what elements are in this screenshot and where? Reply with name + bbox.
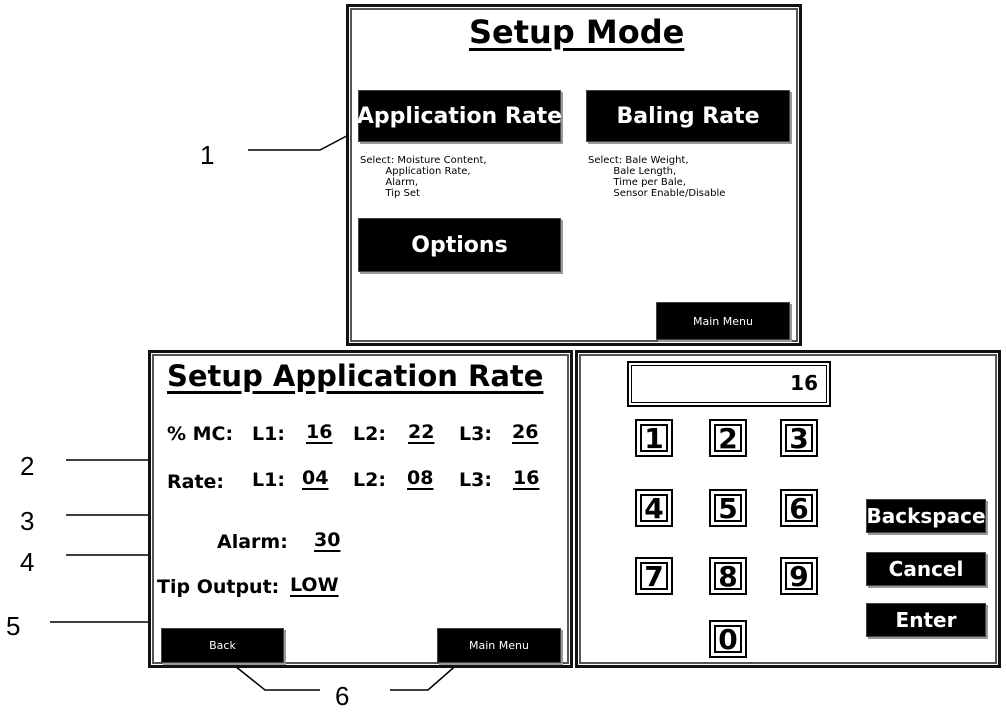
key-6[interactable]: 6 [780,489,818,527]
key-9[interactable]: 9 [780,557,818,595]
key-3[interactable]: 3 [780,419,818,457]
rate-l1-value[interactable]: 04 [302,467,329,489]
rate-l1-label: L1: [252,469,285,491]
setup-application-rate-title: Setup Application Rate [167,359,544,393]
setup-mode-main-menu-button[interactable]: Main Menu [656,302,790,340]
mc-l1-value[interactable]: 16 [306,421,333,443]
alarm-label: Alarm: [217,531,288,553]
enter-button[interactable]: Enter [866,603,986,637]
mc-l2-label: L2: [353,423,386,445]
key-8[interactable]: 8 [709,557,747,595]
keypad-display [627,361,831,407]
setup-app-rate-main-menu-button[interactable]: Main Menu [437,628,561,663]
callout-3: 3 [20,506,35,536]
rate-l3-label: L3: [459,469,492,491]
setup-mode-title: Setup Mode [469,13,685,51]
baling-rate-description: Select: Bale Weight, Bale Length, Time p… [588,155,726,199]
rate-l2-value[interactable]: 08 [407,467,434,489]
rate-label: Rate: [167,471,225,493]
callout-2: 2 [20,451,35,481]
callout-1: 1 [200,140,215,170]
key-4[interactable]: 4 [635,489,673,527]
key-7[interactable]: 7 [635,557,673,595]
numeric-keypad-panel: 16 1 2 3 4 5 6 7 8 9 0 Backspace Cancel … [575,350,1001,668]
tip-output-value[interactable]: LOW [290,574,339,596]
callout-6: 6 [335,681,350,711]
application-rate-button[interactable]: Application Rate [357,90,562,142]
back-button[interactable]: Back [161,628,284,663]
mc-l1-label: L1: [252,423,285,445]
backspace-button[interactable]: Backspace [866,499,986,533]
callout-5: 5 [6,611,21,641]
mc-l2-value[interactable]: 22 [408,421,435,443]
key-5[interactable]: 5 [709,489,747,527]
setup-mode-panel: Setup Mode Application Rate Select: Mois… [346,4,802,346]
keypad-display-value: 16 [790,371,818,395]
tip-output-label: Tip Output: [157,576,280,598]
moisture-content-label: % MC: [167,423,234,445]
mc-l3-label: L3: [459,423,492,445]
callout-4: 4 [20,547,35,577]
mc-l3-value[interactable]: 26 [512,421,539,443]
cancel-button[interactable]: Cancel [866,552,986,586]
rate-l2-label: L2: [353,469,386,491]
key-2[interactable]: 2 [709,419,747,457]
key-0[interactable]: 0 [709,620,747,658]
alarm-value[interactable]: 30 [314,529,341,551]
setup-application-rate-panel: Setup Application Rate % MC: L1: 16 L2: … [148,350,573,668]
baling-rate-button[interactable]: Baling Rate [586,90,790,142]
key-1[interactable]: 1 [635,419,673,457]
application-rate-description: Select: Moisture Content, Application Ra… [360,155,487,199]
options-button[interactable]: Options [358,218,561,272]
rate-l3-value[interactable]: 16 [513,467,540,489]
